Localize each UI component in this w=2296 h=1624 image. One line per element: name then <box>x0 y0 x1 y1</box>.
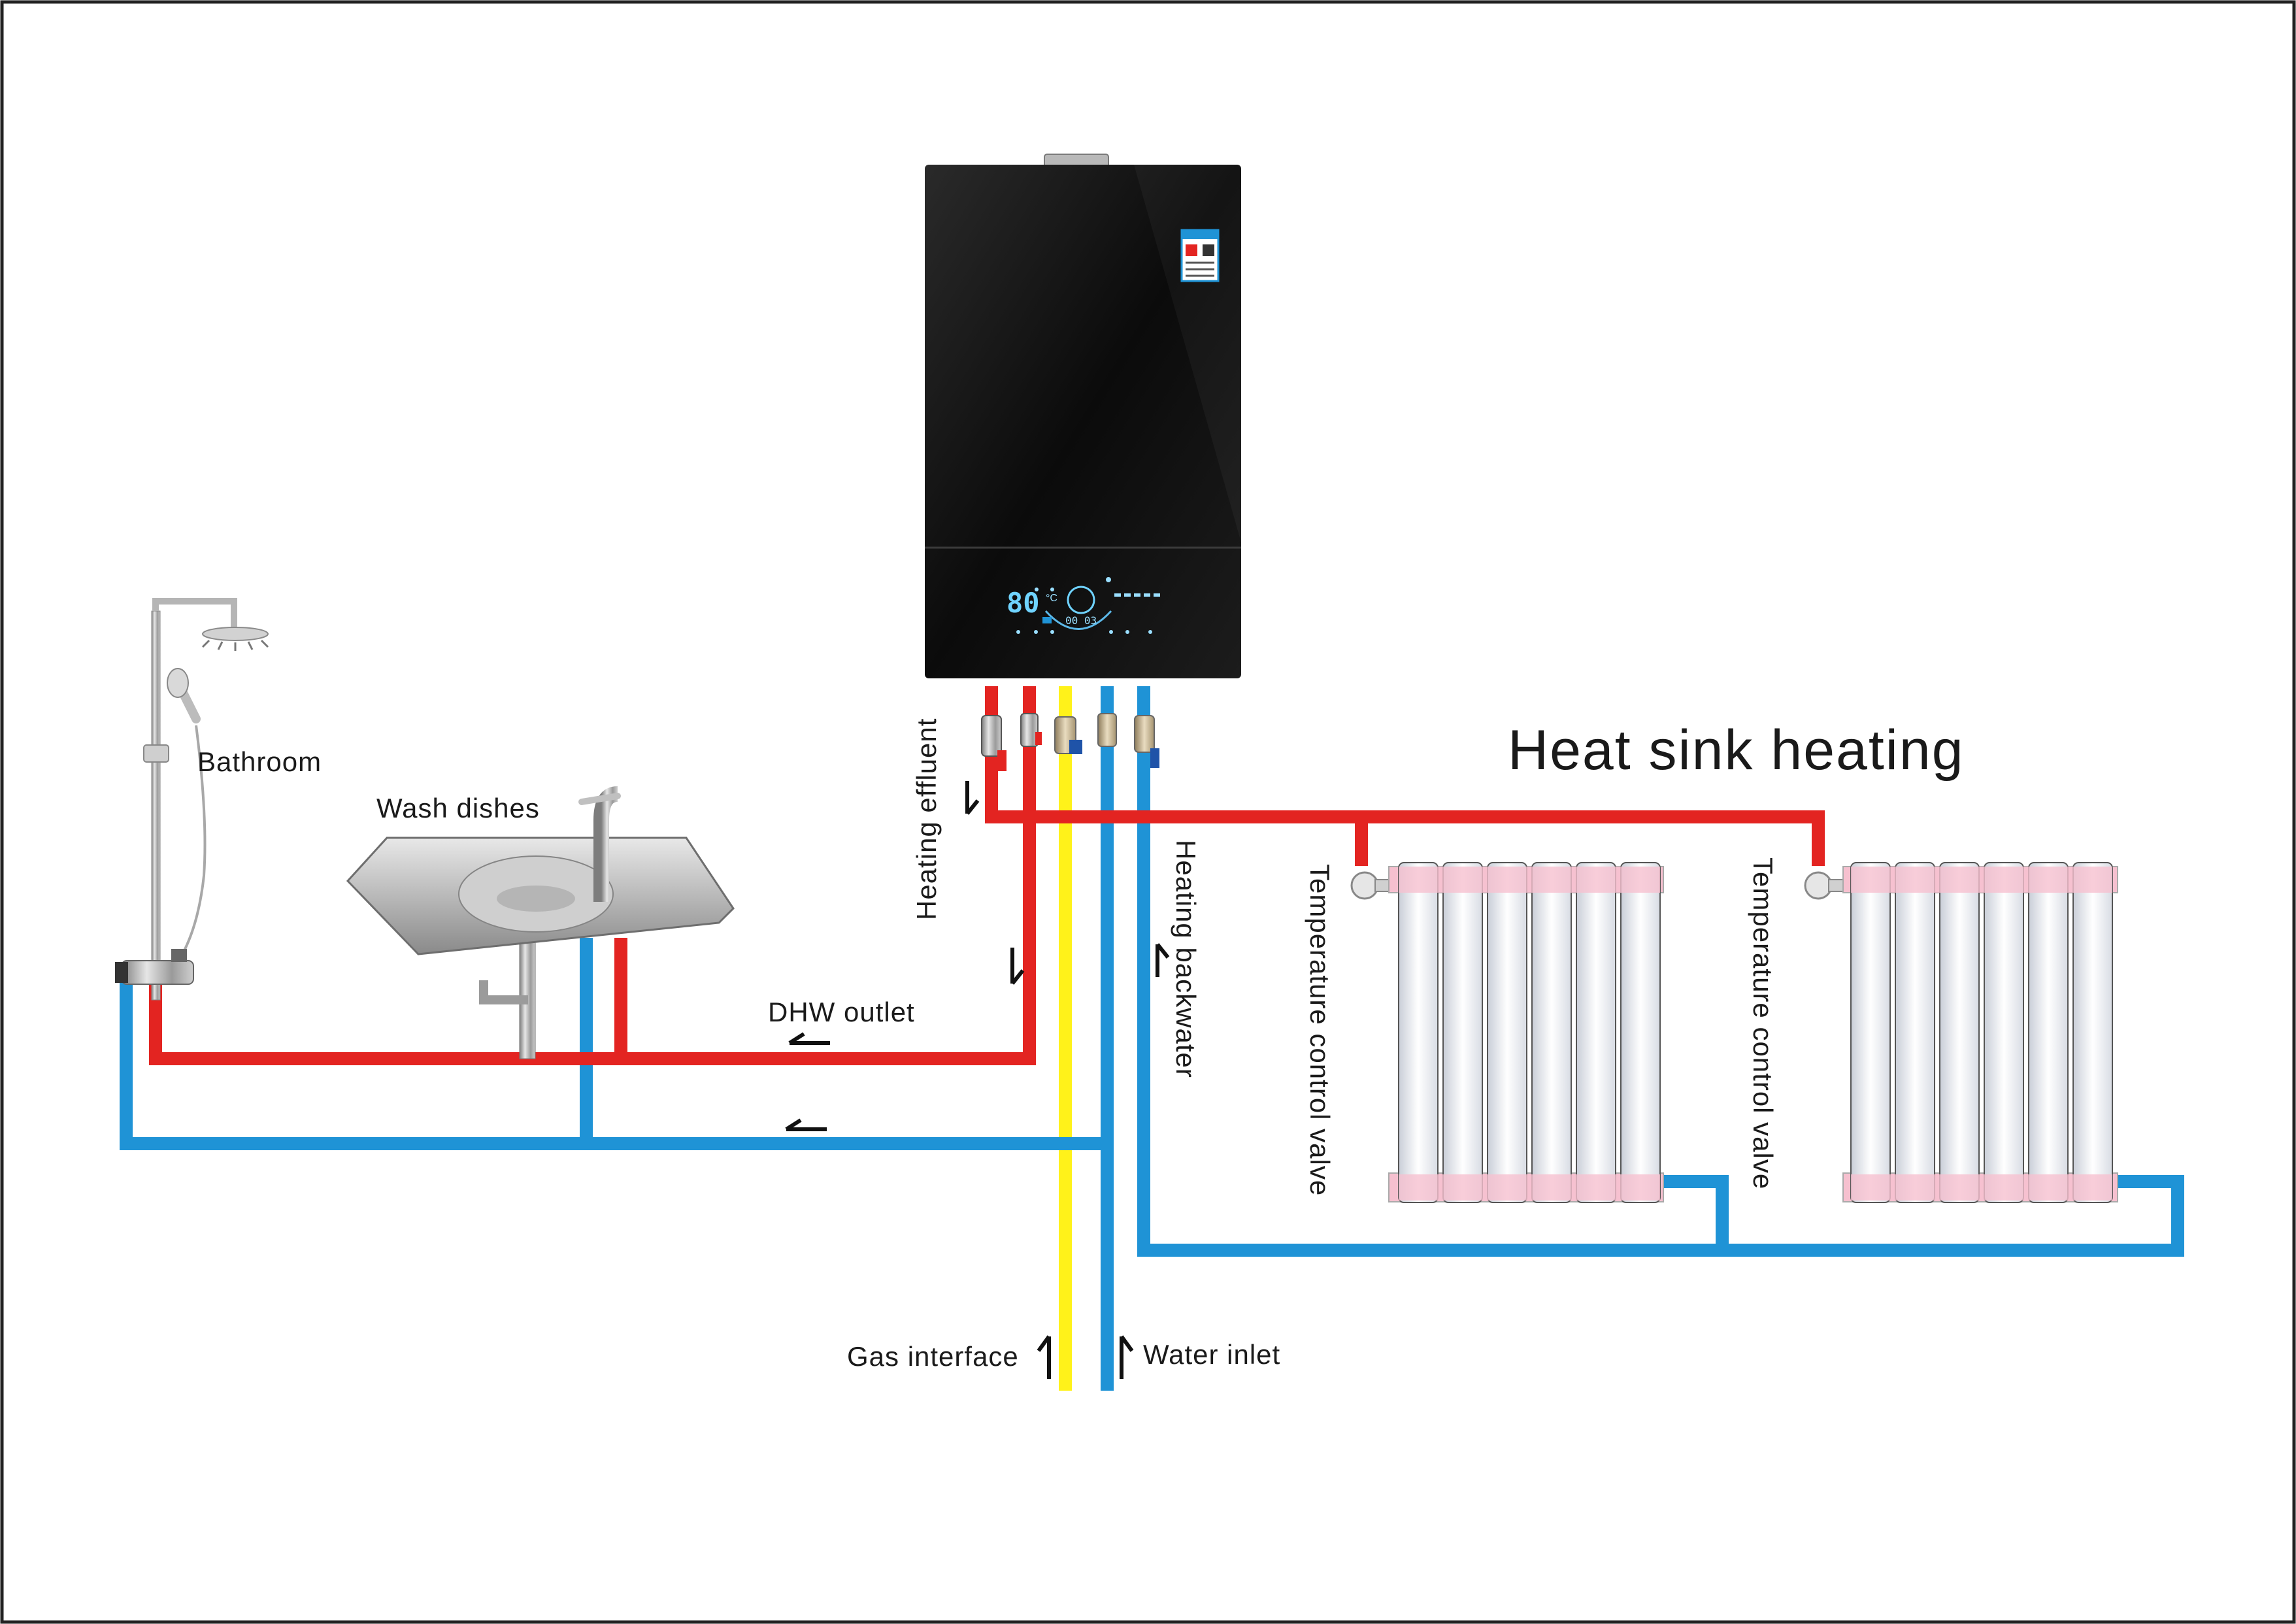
arrow-icon <box>1010 948 1025 985</box>
radiator-right <box>1804 862 2118 1203</box>
dhw-outlet-pipe <box>149 686 1036 1065</box>
valve-icon <box>1350 871 1379 900</box>
label-water-inlet: Water inlet <box>1143 1339 1280 1370</box>
radiator-left <box>1350 862 1664 1203</box>
gas-boiler: 80 °C 00 03 <box>925 154 1241 678</box>
shower-icon <box>115 598 269 1001</box>
label-gas-interface: Gas interface <box>847 1341 1019 1372</box>
label-dhw-outlet: DHW outlet <box>768 997 915 1027</box>
flow-arrows <box>785 781 1170 1379</box>
boiler-connection-valves <box>981 713 1159 771</box>
arrow-icon <box>785 1118 827 1131</box>
rating-label-qr <box>1203 244 1214 256</box>
label-heating-backwater: Heating backwater <box>1171 840 1201 1078</box>
pipe-network <box>120 686 2184 1391</box>
display-segment-bars <box>1114 593 1160 597</box>
arrow-icon <box>1037 1335 1051 1379</box>
arrow-icon <box>965 781 980 815</box>
display-temperature: 80 <box>1007 587 1040 619</box>
rating-label-band <box>1182 230 1218 239</box>
cold-supply-pipe <box>120 938 1107 1150</box>
display-badge <box>1042 617 1052 623</box>
arrow-icon <box>1156 943 1170 977</box>
boiler-display: 80 °C 00 03 <box>1007 577 1160 634</box>
label-temperature-control-valve-left: Temperature control valve <box>1305 864 1335 1196</box>
diagram-title: Heat sink heating <box>1508 719 1965 782</box>
arrow-icon <box>1120 1335 1134 1379</box>
display-status-icons <box>1016 577 1152 634</box>
label-bathroom: Bathroom <box>197 746 322 777</box>
valve-icon <box>1054 716 1082 754</box>
valve-icon <box>1020 713 1042 747</box>
display-unit: °C <box>1046 593 1057 604</box>
label-temperature-control-valve-right: Temperature control valve <box>1748 857 1778 1189</box>
rating-label-logo <box>1186 244 1197 256</box>
valve-icon <box>1134 715 1159 768</box>
valve-icon <box>981 715 1007 771</box>
arrow-icon <box>788 1032 830 1045</box>
boiler-body <box>925 165 1241 678</box>
heating-backwater-pipe <box>1137 686 2184 1257</box>
display-wave-icon <box>1044 610 1112 630</box>
label-wash-dishes: Wash dishes <box>376 793 540 823</box>
valve-icon <box>1097 713 1117 747</box>
display-dial-icon <box>1067 586 1095 614</box>
display-secondary: 00 03 <box>1065 614 1097 627</box>
sink-icon <box>346 786 735 1059</box>
valve-icon <box>1804 871 1833 900</box>
label-heating-effluent: Heating effluent <box>911 718 942 920</box>
